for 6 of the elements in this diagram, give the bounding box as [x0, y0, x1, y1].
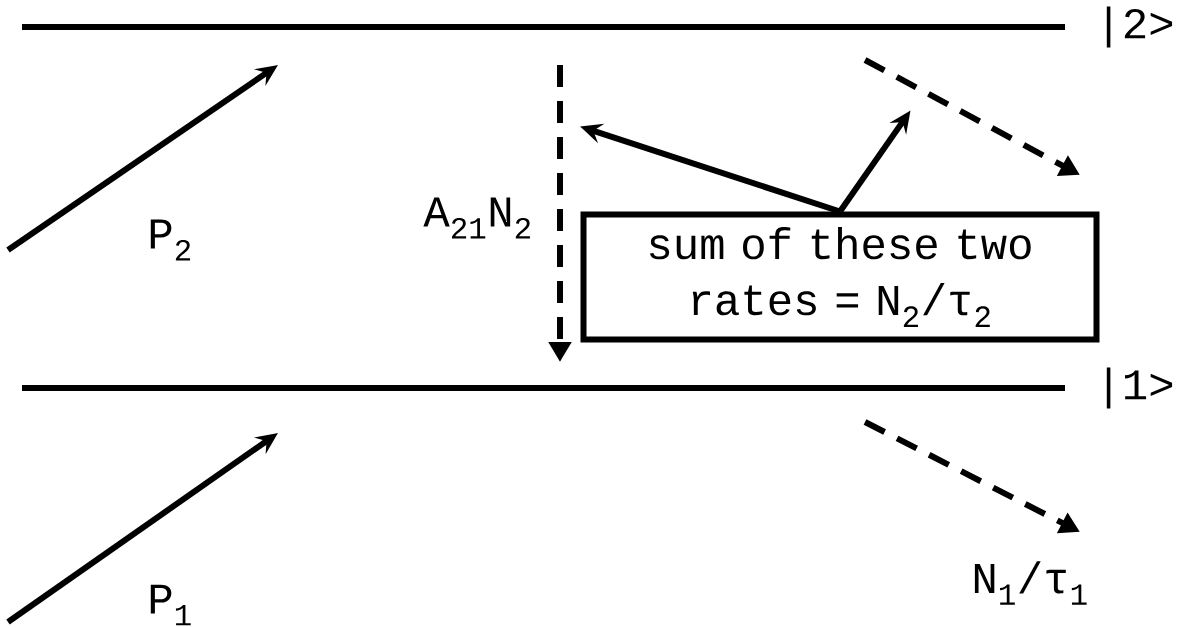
label: |1>	[1106, 367, 1173, 409]
label: A$_{21}$N$_{2}$	[423, 197, 530, 239]
label: |2>	[1106, 6, 1173, 48]
label: P$_{2}$	[150, 219, 191, 261]
note-box: sum of these two rates = N$_{2}$/τ$_{2}$	[580, 211, 1100, 343]
label: P$_{1}$	[150, 584, 191, 626]
